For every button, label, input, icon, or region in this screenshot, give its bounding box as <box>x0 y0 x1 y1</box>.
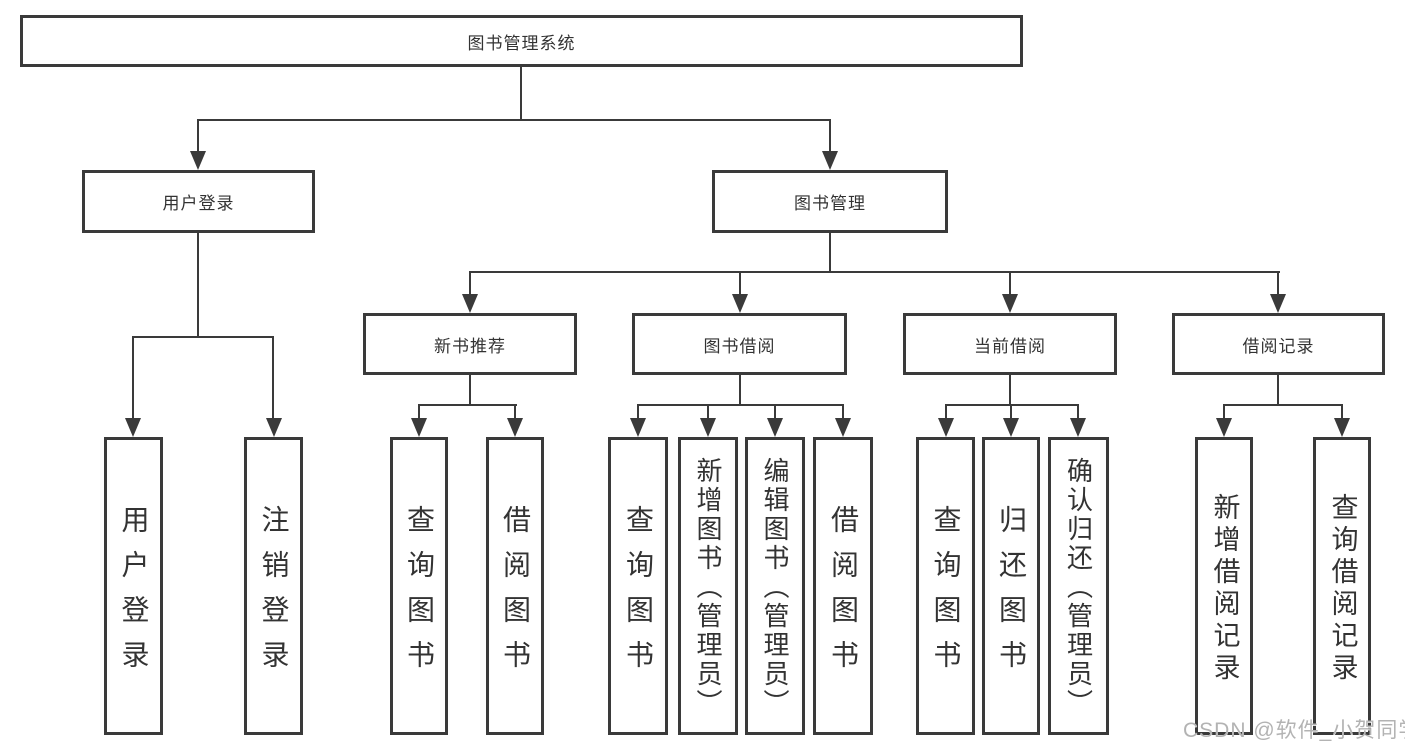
connector-drop-leaf <box>1341 404 1343 421</box>
connector-borrowing-bar <box>637 404 844 406</box>
connector-drop-leaf <box>1010 404 1012 421</box>
connector-drop-book-management <box>829 119 831 155</box>
leaf-label: 查询借阅记录 <box>1327 492 1358 685</box>
connector-drop-leaf <box>1223 404 1225 421</box>
leaf-label: 注销登录 <box>258 504 290 685</box>
leaf-label: 查询图书 <box>623 504 654 685</box>
connector-root-bar <box>197 119 831 121</box>
leaf-label: 编辑图书（管理员） <box>760 457 790 718</box>
leaf-label: 新增借阅记录 <box>1209 492 1240 685</box>
connector-drop-leaf <box>132 336 134 420</box>
connector-drop-leaf <box>842 404 844 421</box>
arrowhead-icon <box>1002 294 1018 313</box>
connector-current-bar <box>945 404 1079 406</box>
leaf-borrow-books: 借阅图书 <box>813 437 873 735</box>
leaf-label: 归还图书 <box>996 504 1027 685</box>
leaf-label: 借阅图书 <box>828 504 859 685</box>
connector-records-bar <box>1223 404 1342 406</box>
connector-borrowing-stem <box>739 375 741 406</box>
connector-book-management-bar <box>469 271 1280 273</box>
node-current-borrowing: 当前借阅 <box>903 313 1117 375</box>
connector-drop-leaf <box>272 336 274 420</box>
connector-drop-level3 <box>739 271 741 298</box>
leaf-label: 查询图书 <box>930 504 962 685</box>
node-label: 当前借阅 <box>974 336 1046 356</box>
connector-newbook-stem <box>469 375 471 406</box>
arrowhead-icon <box>835 418 851 437</box>
watermark: CSDN @软件_小贺同学 <box>1183 719 1405 742</box>
arrowhead-icon <box>1334 418 1350 437</box>
node-label: 图书借阅 <box>703 336 776 356</box>
arrowhead-icon <box>1270 294 1286 313</box>
node-label: 借阅记录 <box>1242 336 1315 356</box>
arrowhead-icon <box>266 418 282 437</box>
connector-drop-leaf <box>774 404 776 421</box>
node-library-system: 图书管理系统 <box>20 15 1023 67</box>
leaf-label: 用户登录 <box>118 504 150 685</box>
leaf-add-borrow-record: 新增借阅记录 <box>1195 437 1253 735</box>
leaf-query-books-borrowing: 查询图书 <box>608 437 668 735</box>
connector-drop-leaf <box>945 404 947 421</box>
connector-drop-level3 <box>1277 271 1279 298</box>
connector-drop-level3 <box>1009 271 1011 298</box>
arrowhead-icon <box>190 151 206 170</box>
arrowhead-icon <box>411 418 427 437</box>
arrowhead-icon <box>462 294 478 313</box>
arrowhead-icon <box>1216 418 1232 437</box>
node-label: 新书推荐 <box>434 336 506 356</box>
node-label: 图书管理系统 <box>467 33 576 53</box>
leaf-label: 确认归还（管理员） <box>1063 457 1094 718</box>
connector-drop-user-login <box>197 119 199 155</box>
leaf-query-books-recommend: 查询图书 <box>390 437 448 735</box>
arrowhead-icon <box>1003 418 1019 437</box>
connector-drop-leaf <box>514 404 516 421</box>
leaf-borrow-books-recommend: 借阅图书 <box>486 437 544 735</box>
node-borrowing-records: 借阅记录 <box>1172 313 1385 375</box>
leaf-label: 借阅图书 <box>500 504 531 685</box>
node-label: 图书管理 <box>794 194 866 213</box>
connector-root-stem <box>520 67 522 120</box>
node-book-management: 图书管理 <box>712 170 948 233</box>
connector-drop-leaf <box>1077 404 1079 421</box>
node-book-borrowing: 图书借阅 <box>632 313 847 375</box>
arrowhead-icon <box>1070 418 1086 437</box>
node-new-book-recommend: 新书推荐 <box>363 313 577 375</box>
leaf-user-login: 用户登录 <box>104 437 163 735</box>
leaf-confirm-return-admin: 确认归还（管理员） <box>1048 437 1109 735</box>
arrowhead-icon <box>507 418 523 437</box>
connector-user-login-stem <box>197 233 199 338</box>
leaf-query-borrow-record: 查询借阅记录 <box>1313 437 1371 735</box>
connector-drop-leaf <box>637 404 639 421</box>
connector-drop-leaf <box>707 404 709 421</box>
leaf-add-books-admin: 新增图书（管理员） <box>678 437 738 735</box>
leaf-logout: 注销登录 <box>244 437 303 735</box>
arrowhead-icon <box>700 418 716 437</box>
leaf-query-books-current: 查询图书 <box>916 437 975 735</box>
connector-newbook-bar <box>418 404 517 406</box>
connector-drop-leaf <box>418 404 420 421</box>
arrowhead-icon <box>732 294 748 313</box>
node-label: 用户登录 <box>162 194 235 213</box>
arrowhead-icon <box>822 151 838 170</box>
leaf-label: 新增图书（管理员） <box>693 457 723 718</box>
leaf-edit-books-admin: 编辑图书（管理员） <box>745 437 805 735</box>
leaf-label: 查询图书 <box>404 504 435 685</box>
arrowhead-icon <box>767 418 783 437</box>
arrowhead-icon <box>938 418 954 437</box>
arrowhead-icon <box>125 418 141 437</box>
arrowhead-icon <box>630 418 646 437</box>
node-user-login: 用户登录 <box>82 170 315 233</box>
connector-book-management-stem <box>829 233 831 273</box>
connector-drop-level3 <box>469 271 471 298</box>
connector-current-stem <box>1009 375 1011 406</box>
connector-user-login-bar <box>132 336 274 338</box>
leaf-return-books: 归还图书 <box>982 437 1040 735</box>
connector-records-stem <box>1277 375 1279 406</box>
